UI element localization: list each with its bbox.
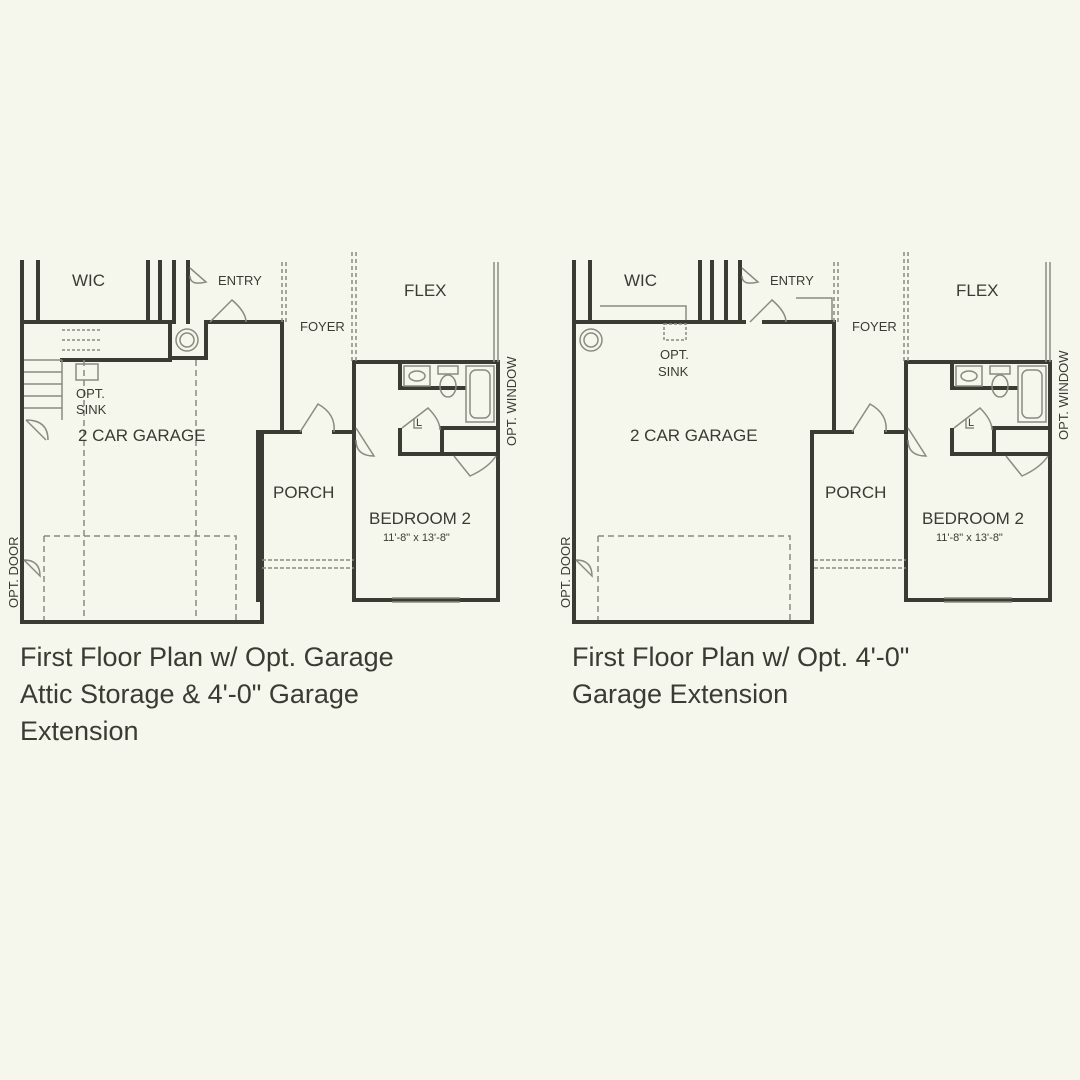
- room-label-entry: ENTRY: [770, 273, 814, 288]
- opt-door-label: OPT. DOOR: [6, 536, 21, 608]
- bedroom-dimensions: 11'-8" x 13'-8": [383, 532, 450, 544]
- room-label-garage: 2 CAR GARAGE: [78, 426, 206, 445]
- opt-sink-label-line2: SINK: [658, 364, 689, 379]
- plan-caption-garage-extension: First Floor Plan w/ Opt. 4'-0" Garage Ex…: [572, 639, 909, 713]
- room-label-flex: FLEX: [404, 281, 447, 300]
- caption-line: First Floor Plan w/ Opt. 4'-0": [572, 642, 910, 672]
- room-label-bedroom: BEDROOM 2: [369, 509, 471, 528]
- room-label-flex: FLEX: [956, 281, 999, 300]
- room-label-foyer: FOYER: [852, 319, 897, 334]
- opt-sink-label-line1: OPT.: [76, 386, 105, 401]
- room-label-porch: PORCH: [273, 483, 334, 502]
- bedroom-dimensions: 11'-8" x 13'-8": [936, 532, 1003, 544]
- caption-line: Extension: [20, 716, 139, 746]
- room-label-entry: ENTRY: [218, 273, 262, 288]
- caption-line: Attic Storage & 4'-0" Garage: [20, 679, 359, 709]
- caption-line: First Floor Plan w/ Opt. Garage: [20, 642, 394, 672]
- caption-line: Garage Extension: [572, 679, 789, 709]
- opt-window-label: OPT. WINDOW: [1056, 350, 1071, 440]
- opt-door-label: OPT. DOOR: [558, 536, 573, 608]
- room-label-bedroom: BEDROOM 2: [922, 509, 1024, 528]
- opt-sink-label-line2: SINK: [76, 402, 107, 417]
- room-label-porch: PORCH: [825, 483, 886, 502]
- opt-sink-label-line1: OPT.: [660, 347, 689, 362]
- linen-closet-label: L: [416, 417, 422, 429]
- opt-window-label: OPT. WINDOW: [504, 356, 519, 446]
- linen-closet-label: L: [968, 417, 974, 429]
- room-label-garage: 2 CAR GARAGE: [630, 426, 758, 445]
- room-label-wic: WIC: [624, 271, 657, 290]
- room-label-wic: WIC: [72, 271, 105, 290]
- plan-caption-attic-storage: First Floor Plan w/ Opt. Garage Attic St…: [20, 639, 394, 750]
- room-label-foyer: FOYER: [300, 319, 345, 334]
